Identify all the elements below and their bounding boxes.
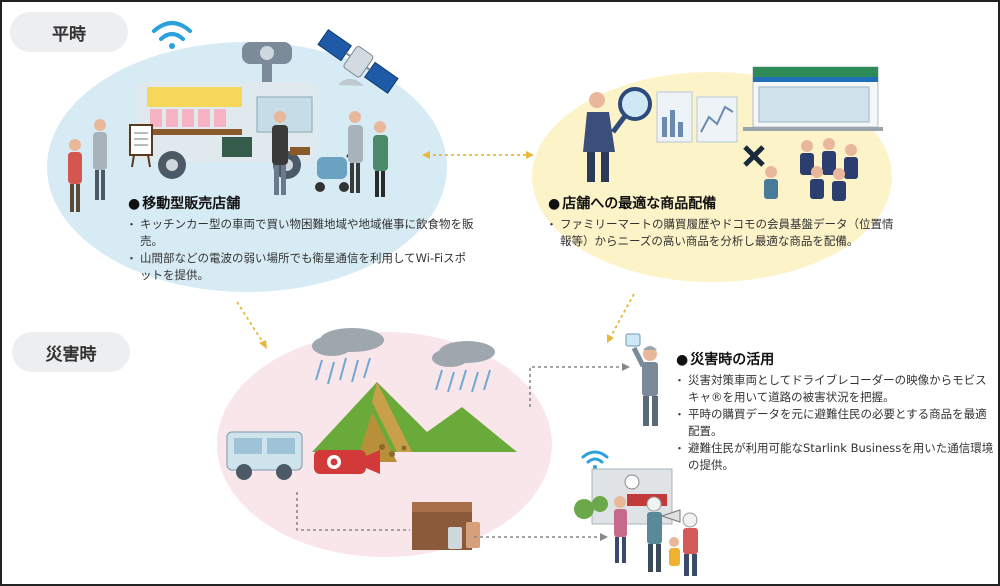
magnifier-icon [618, 87, 652, 121]
optimal-stock-heading: ●店舗への最適な商品配備 [548, 196, 717, 212]
down-right-arrow [609, 293, 635, 339]
optimal-stock-bullets: ファミリーマートの購買履歴やドコモの会員基盤データ（位置情報等）からニーズの高い… [546, 216, 900, 250]
bullet-item: ファミリーマートの購買履歴やドコモの会員基盤データ（位置情報等）からニーズの高い… [546, 216, 900, 250]
wifi-icon [152, 21, 192, 49]
bullet-item: 災害対策車両としてドライブレコーダーの映像からモビスキャ®を用いて道路の被害状況… [674, 372, 996, 406]
bullet-item: キッチンカー型の車両で買い物困難地域や地域催事に飲食物を販売。 [126, 216, 475, 250]
down-left-arrow [236, 301, 265, 345]
responder-illustration [625, 333, 658, 426]
evacuees-illustration [574, 468, 698, 576]
disaster-illustration [226, 328, 517, 550]
bullet-item: 山間部などの電波の弱い場所でも衛星通信を利用してWi-Fiスポットを提供。 [126, 250, 475, 284]
people-figures [68, 111, 388, 212]
mobile-store-bullets: キッチンカー型の車両で買い物困難地域や地域催事に飲食物を販売。 山間部などの電波… [126, 216, 475, 284]
satellite-icon [317, 29, 399, 94]
disaster-use-heading: ●災害時の活用 [676, 352, 775, 368]
mobile-store-heading: ●移動型販売店舗 [128, 196, 241, 212]
bullet-item: 平時の購買データを元に避難住民の必要とする商品を最適配置。 [674, 406, 996, 440]
food-truck-illustration [68, 21, 388, 212]
bullet-item: 避難住民が利用可能なStarlink Businessを用いた通信環境の提供。 [674, 440, 996, 474]
analysis-illustration [583, 66, 883, 201]
multiply-icon [743, 145, 765, 167]
disaster-time-label: 災害時 [12, 332, 130, 372]
normal-time-label: 平時 [10, 12, 128, 52]
evacuation-wifi-icon [581, 450, 609, 469]
disaster-use-bullets: 災害対策車両としてドライブレコーダーの映像からモビスキャ®を用いて道路の被害状況… [674, 372, 996, 474]
